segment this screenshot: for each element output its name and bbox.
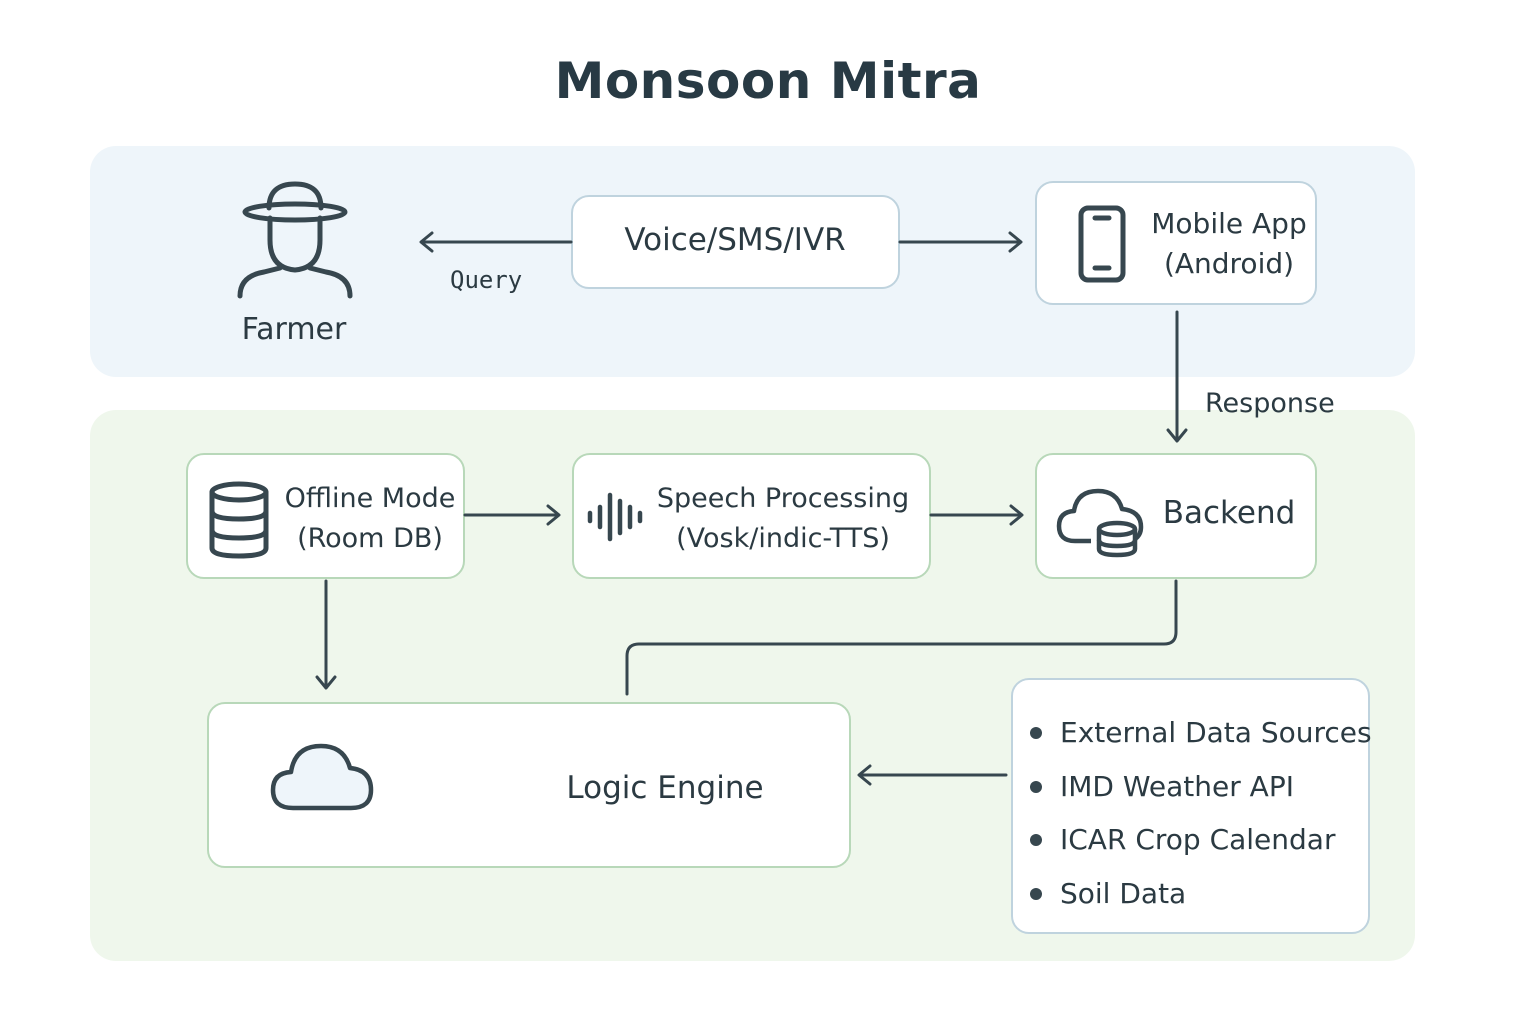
mobile-app-line2: (Android)	[1163, 247, 1295, 280]
database-icon	[208, 481, 270, 559]
speech-processing-box: Speech Processing (Vosk/indic-TTS)	[572, 453, 931, 579]
offline-mode-line2: (Room DB)	[297, 523, 443, 554]
bullet-icon	[1030, 834, 1042, 846]
query-edge-label: Query	[450, 266, 523, 294]
cloud-icon	[269, 740, 375, 814]
farmer-icon	[236, 178, 354, 304]
bullet-icon	[1030, 727, 1042, 739]
backend-label: Backend	[1162, 495, 1296, 531]
channel-box: Voice/SMS/IVR	[571, 195, 900, 289]
sound-wave-icon	[586, 489, 646, 545]
external-sources-box	[1011, 678, 1370, 934]
speech-line2: (Vosk/indic-TTS)	[676, 523, 890, 554]
offline-mode-box: Offline Mode (Room DB)	[186, 453, 465, 579]
diagram-title: Monsoon Mitra	[554, 52, 982, 110]
external-sources-list: External Data Sources IMD Weather API IC…	[1030, 712, 1372, 926]
list-item: External Data Sources	[1030, 712, 1372, 766]
mobile-app-line1: Mobile App	[1151, 207, 1307, 240]
bullet-icon	[1030, 887, 1042, 900]
offline-mode-line1: Offline Mode	[284, 483, 456, 514]
smartphone-icon	[1077, 205, 1127, 283]
logic-engine-label: Logic Engine	[566, 770, 764, 806]
channel-label: Voice/SMS/IVR	[624, 222, 846, 258]
list-item: IMD Weather API	[1030, 766, 1372, 820]
speech-line1: Speech Processing	[656, 483, 910, 514]
backend-box: Backend	[1035, 453, 1317, 579]
list-item: Soil Data	[1030, 873, 1372, 927]
list-item: ICAR Crop Calendar	[1030, 819, 1372, 873]
cloud-database-icon	[1055, 483, 1147, 559]
mobile-app-box: Mobile App (Android)	[1035, 181, 1317, 305]
bullet-icon	[1030, 780, 1042, 793]
response-edge-label: Response	[1205, 388, 1335, 419]
farmer-label: Farmer	[241, 312, 347, 347]
logic-engine-box: Logic Engine	[207, 702, 851, 868]
